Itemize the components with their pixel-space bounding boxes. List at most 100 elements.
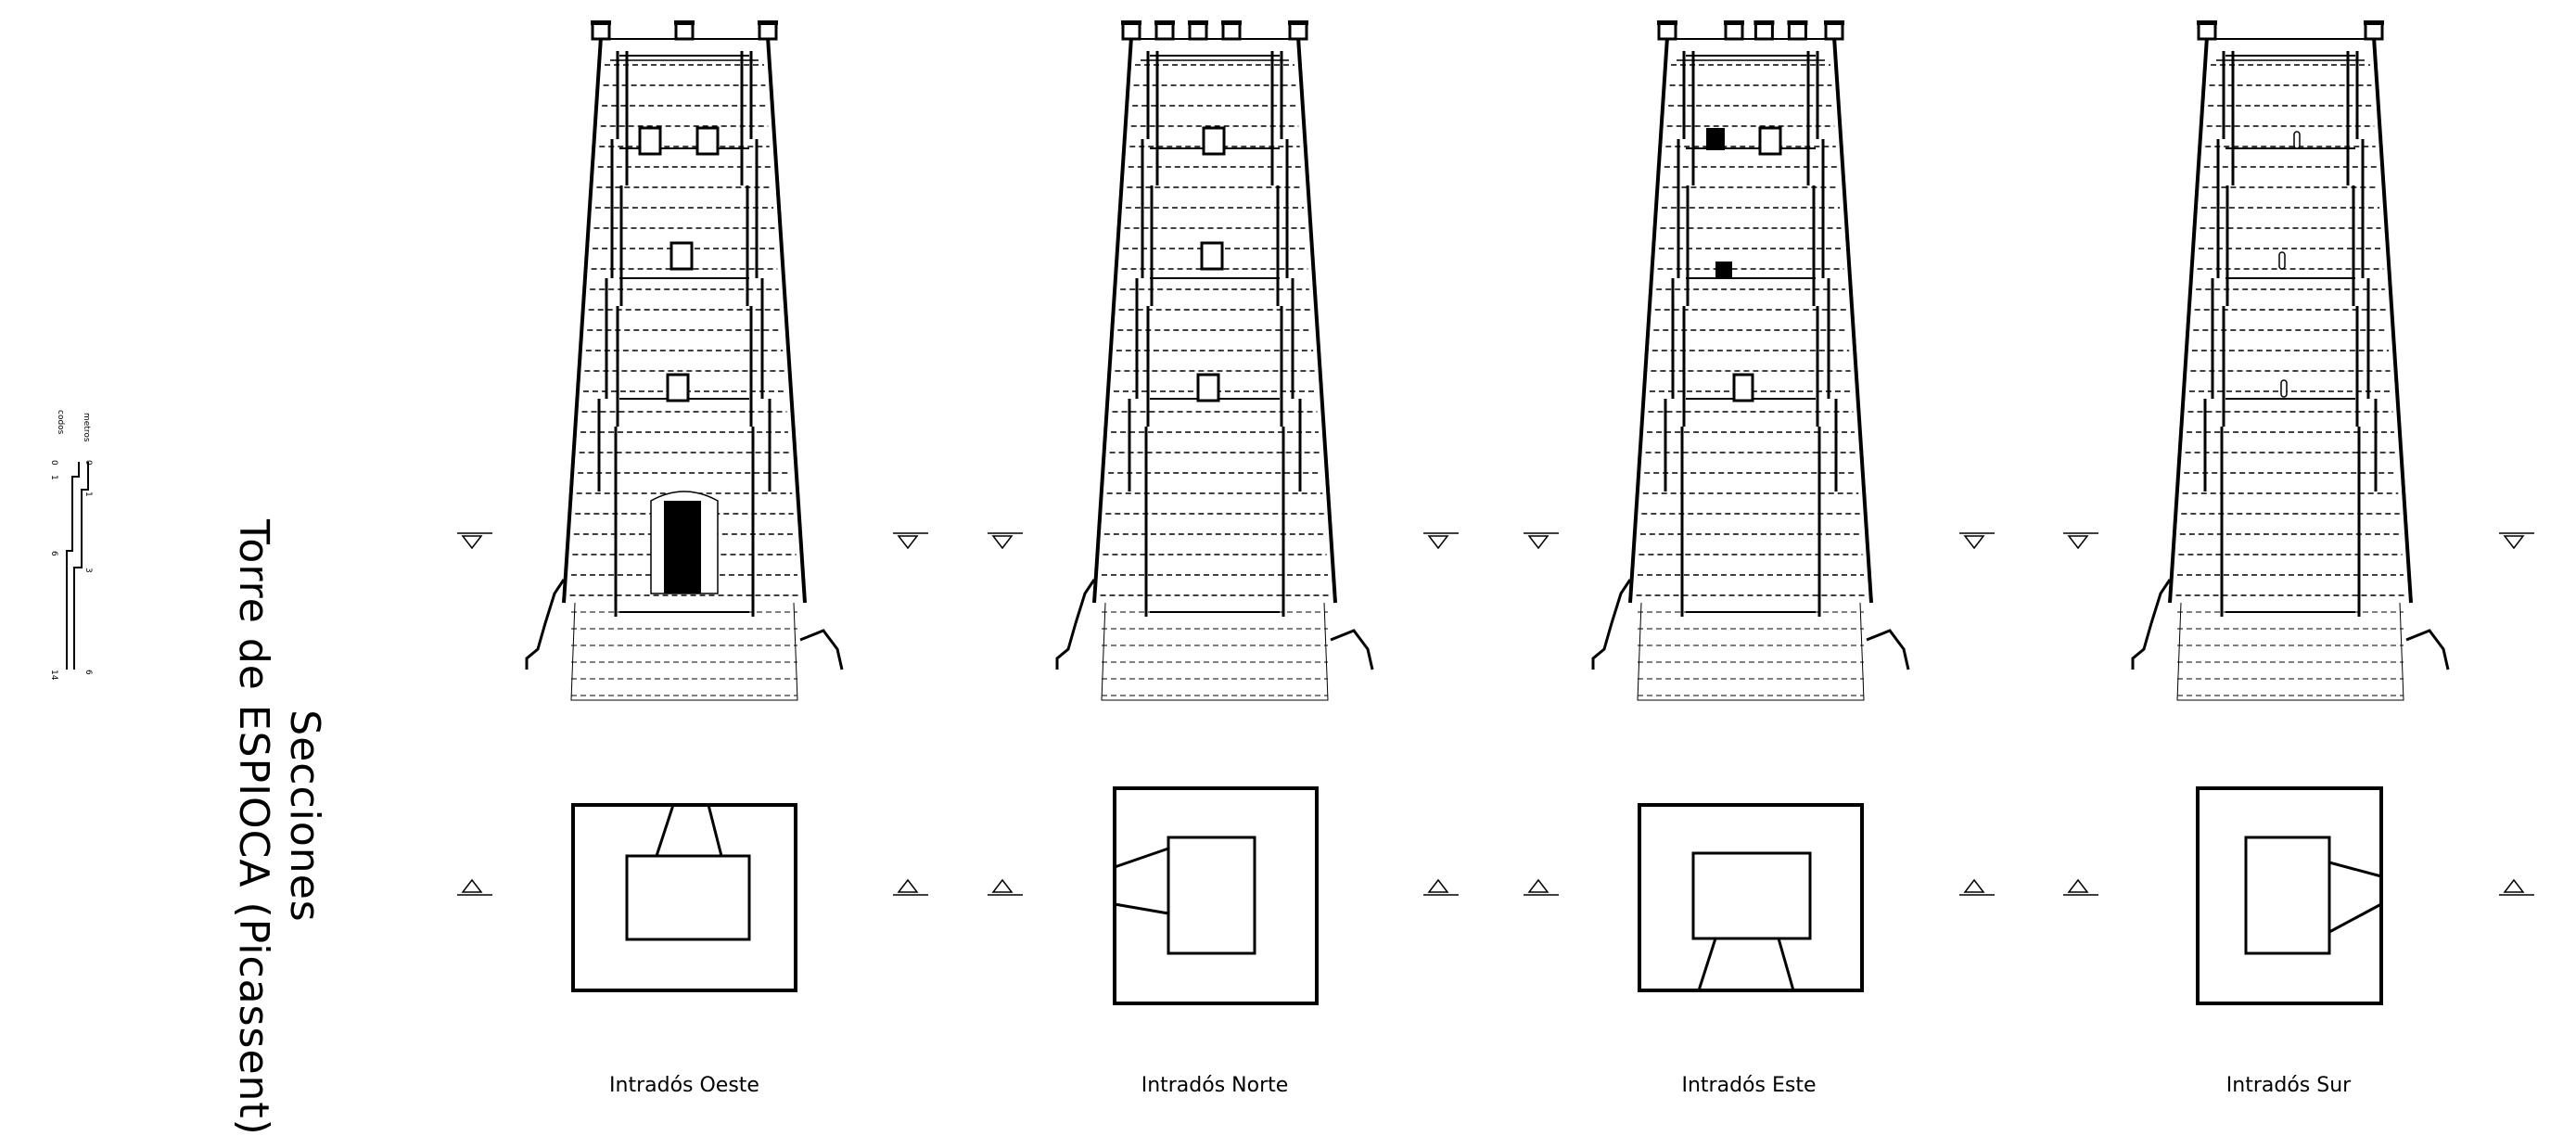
merlon-cap	[1657, 20, 1677, 25]
level-marker-top-triangle	[897, 535, 919, 550]
level-marker-bottom-triangle	[2503, 878, 2525, 893]
plan-passage-right	[2328, 902, 2382, 934]
plan-passage-left	[2328, 861, 2382, 878]
window	[695, 126, 720, 156]
merlon-cap	[1787, 20, 1808, 25]
window	[1758, 126, 1782, 156]
plan-outer-wall	[571, 803, 797, 992]
foundation-outline	[1637, 602, 1865, 701]
tower-plan-este	[1638, 803, 1864, 992]
merlon-cap	[1824, 20, 1844, 25]
level-marker-top-triangle	[2067, 535, 2089, 550]
terrain-left	[2131, 579, 2172, 670]
scale-bar-lower-line	[66, 462, 80, 670]
plan-inner-room	[625, 854, 751, 941]
window-solid	[1715, 262, 1732, 278]
merlon-cap	[1154, 20, 1175, 25]
scale-tick-top-2: 3	[83, 568, 93, 573]
merlon-cap	[2364, 20, 2384, 25]
window-solid	[1706, 128, 1725, 150]
terrain-left	[525, 579, 566, 670]
level-marker-bottom-triangle	[991, 878, 1014, 893]
tower-section-sur	[2063, 20, 2534, 896]
level-marker-bottom-triangle	[1527, 878, 1549, 893]
scale-unit-bottom: codos	[56, 410, 65, 435]
plan-inner-room	[1167, 836, 1256, 955]
merlon-cap	[1121, 20, 1141, 25]
scale-tick-bottom-0: 0	[49, 460, 58, 466]
scale-tick-top-1: 1	[83, 491, 93, 497]
tower-section-norte	[988, 20, 1459, 896]
tower-plan-sur	[2196, 786, 2383, 1005]
tower-outer-wall-right	[1296, 36, 1337, 604]
window-slit	[2278, 251, 2286, 270]
plan-inner-room	[2244, 836, 2331, 955]
merlon-cap	[1753, 20, 1775, 25]
level-marker-top-triangle	[1427, 535, 1449, 550]
plan-passage-left	[655, 804, 675, 857]
level-marker-bottom-triangle	[1963, 878, 1985, 893]
plan-outer-wall	[1638, 803, 1864, 992]
scale-bar	[66, 462, 89, 670]
merlon-cap	[1188, 20, 1208, 25]
terrain-left	[1055, 579, 1096, 670]
plan-outer-wall	[1113, 786, 1319, 1005]
drawing-sheet: Secciones Torre de ESPIOCA (Picassent) m…	[49, 20, 2534, 1136]
window	[666, 373, 690, 402]
sections-drawing	[66, 20, 2534, 1005]
tower-outer-wall-right	[2372, 36, 2413, 604]
merlon-cap	[1221, 20, 1242, 25]
foundation-outline	[1101, 602, 1329, 701]
merlon-cap	[674, 20, 695, 25]
tower-plan-norte	[1113, 786, 1319, 1005]
section-label-sur: Intradós Sur	[2225, 1074, 2352, 1097]
plan-passage-right	[707, 804, 723, 857]
level-marker-top-triangle	[461, 535, 483, 550]
scale-tick-top-0: 0	[83, 460, 93, 466]
section-label-oeste: Intradós Oeste	[609, 1074, 759, 1097]
window-slit	[2280, 379, 2288, 398]
terrain-right	[1330, 629, 1374, 670]
tower-outer-wall-left	[2168, 36, 2209, 604]
foundation-outline	[570, 602, 798, 701]
foundation-outline	[2176, 602, 2404, 701]
tower-outer-wall-left	[562, 36, 603, 604]
merlon-cap	[591, 20, 611, 25]
level-marker-top-triangle	[1963, 535, 1985, 550]
level-marker-top-triangle	[1527, 535, 1549, 550]
merlon-cap	[758, 20, 778, 25]
tower-section-oeste	[457, 20, 928, 896]
window	[670, 241, 694, 271]
merlon-cap	[1288, 20, 1308, 25]
scale-tick-top-3: 6	[83, 670, 93, 675]
window	[1732, 373, 1754, 402]
tower-outer-wall-left	[1092, 36, 1133, 604]
tower-outer-wall-left	[1628, 36, 1669, 604]
terrain-right	[799, 629, 844, 670]
merlon-cap	[1724, 20, 1744, 25]
window	[638, 126, 662, 156]
level-marker-bottom-triangle	[461, 878, 483, 893]
window	[1202, 126, 1226, 156]
tower-outer-wall-right	[1832, 36, 1873, 604]
level-marker-top-triangle	[2503, 535, 2525, 550]
scale-tick-bottom-3: 14	[49, 670, 58, 681]
terrain-right	[2405, 629, 2450, 670]
window-slit	[2293, 131, 2301, 149]
section-label-este: Intradós Este	[1681, 1074, 1817, 1097]
window	[1196, 373, 1220, 402]
doorway-opening	[664, 501, 701, 594]
plan-passage-right	[1114, 902, 1169, 915]
plan-outer-wall	[2196, 786, 2383, 1005]
level-marker-bottom-triangle	[1427, 878, 1449, 893]
terrain-right	[1866, 629, 1910, 670]
merlon-cap	[2197, 20, 2217, 25]
plan-passage-right	[1777, 938, 1795, 991]
level-marker-bottom-triangle	[2067, 878, 2089, 893]
scale-tick-bottom-1: 1	[49, 475, 58, 480]
title-line-1: Secciones	[281, 709, 328, 923]
plan-passage-left	[1114, 847, 1169, 869]
tower-plan-oeste	[571, 803, 797, 992]
plan-passage-left	[1697, 938, 1717, 991]
window	[1200, 241, 1224, 271]
